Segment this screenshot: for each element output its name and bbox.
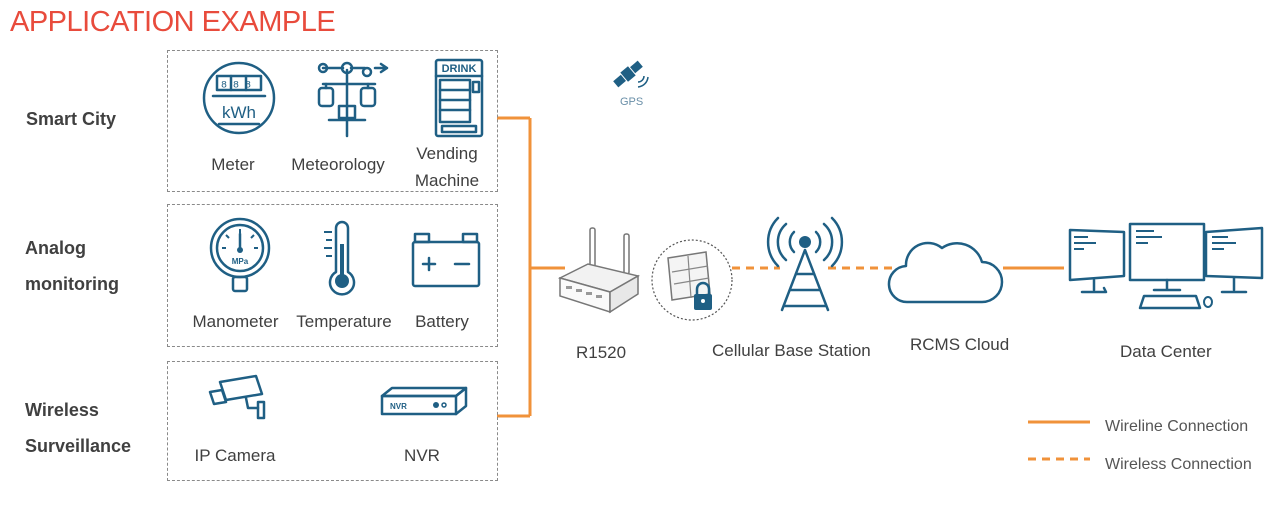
legend-wireline-swatch	[1028, 420, 1090, 424]
satellite-icon	[613, 60, 649, 88]
sim-lock-detail-icon	[651, 239, 733, 321]
meter-unit: kWh	[222, 103, 256, 122]
item-label-nvr: NVR	[380, 442, 464, 469]
item-label-line: Meter	[211, 155, 255, 174]
legend-wireline-label: Wireline Connection	[1105, 418, 1249, 435]
item-label-ip-camera: IP Camera	[190, 442, 280, 469]
meter-digits: 888	[221, 81, 257, 92]
item-label-temperature: Temperature	[292, 308, 396, 335]
legend-wireless-label: Wireless Connection	[1105, 456, 1252, 473]
legend: Wireline Connection Wireless Connection	[1028, 412, 1278, 482]
group-label-line: Smart City	[26, 109, 117, 129]
item-label-manometer: Manometer	[188, 308, 283, 335]
item-label-line: Manometer	[192, 312, 279, 331]
cloud-icon	[887, 241, 1004, 304]
thermometer-icon	[324, 220, 356, 296]
item-label-line: NVR	[404, 446, 440, 465]
nvr-icon: NVR	[380, 386, 468, 416]
gps-label: GPS	[620, 96, 644, 108]
item-label-line: Temperature	[296, 312, 392, 331]
item-label-line: Vending	[416, 144, 478, 163]
workstations-icon	[1068, 222, 1264, 310]
group-label-line: Wireless	[25, 400, 99, 420]
ip-camera-icon	[208, 374, 266, 420]
smart-city-box	[167, 50, 498, 192]
item-label-battery: Battery	[402, 308, 482, 335]
item-label-vending-machine: Vending Machine	[402, 140, 492, 194]
diagram-title: APPLICATION EXAMPLE	[10, 6, 336, 38]
group-label-line: Analog	[25, 238, 86, 258]
nvr-device-text: NVR	[390, 402, 407, 411]
router-icon	[557, 227, 641, 314]
data-center-label: Data Center	[1120, 342, 1212, 361]
group-label-smart-city: Smart City	[26, 101, 116, 137]
legend-wireless-swatch	[1028, 457, 1090, 461]
group-label-wireless-surveillance: Wireless Surveillance	[25, 392, 131, 464]
pressure-gauge-icon: MPa	[209, 217, 271, 293]
item-label-line: Meteorology	[291, 155, 385, 174]
battery-icon	[411, 232, 481, 288]
electric-meter-icon: 888 kWh	[202, 61, 276, 135]
item-label-meter: Meter	[193, 151, 273, 178]
vending-sign: DRINK	[442, 63, 477, 75]
item-label-line: Battery	[415, 312, 469, 331]
weather-station-icon	[317, 61, 389, 138]
base-station-label: Cellular Base Station	[712, 341, 871, 360]
gauge-unit: MPa	[232, 257, 249, 266]
item-label-line: Machine	[414, 171, 480, 190]
item-label-meteorology: Meteorology	[283, 151, 393, 178]
cell-tower-icon	[766, 216, 844, 312]
group-label-analog-monitoring: Analog monitoring	[25, 230, 119, 302]
analog-monitoring-box	[167, 204, 498, 347]
item-label-line: IP Camera	[194, 446, 276, 465]
router-label: R1520	[576, 343, 627, 362]
vending-machine-icon: DRINK	[434, 58, 484, 138]
group-label-line: Surveillance	[25, 436, 132, 456]
cloud-label: RCMS Cloud	[910, 335, 1010, 354]
group-label-line: monitoring	[25, 274, 119, 294]
wireless-surveillance-box	[167, 361, 498, 481]
